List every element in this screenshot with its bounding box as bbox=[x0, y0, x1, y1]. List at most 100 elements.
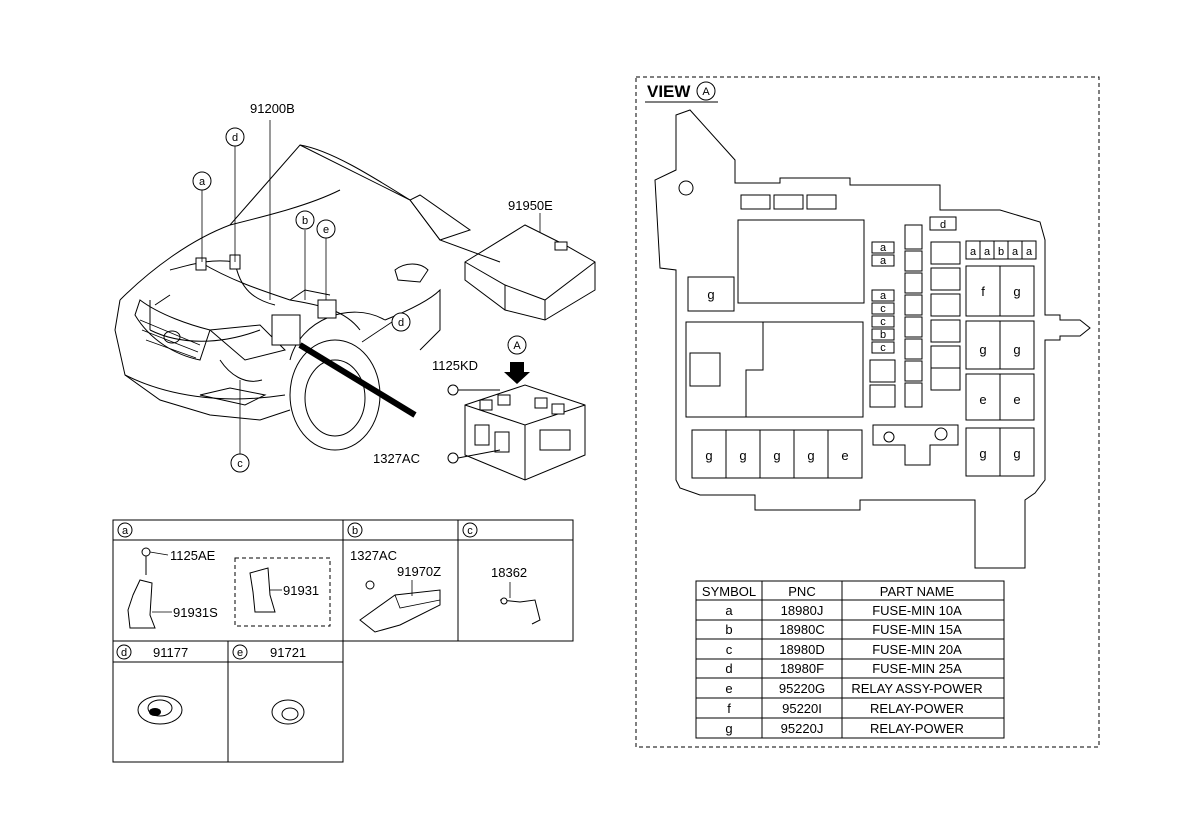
svg-text:a: a bbox=[880, 242, 887, 254]
nut-callout: 1327AC bbox=[373, 451, 420, 466]
fuse-strip-middle bbox=[904, 224, 923, 408]
small-block bbox=[689, 352, 721, 387]
svg-text:a: a bbox=[199, 176, 206, 188]
cover-callout: 91950E bbox=[508, 198, 553, 213]
svg-text:b: b bbox=[302, 215, 308, 227]
panel-a: a 1125AE 91931S 91931 bbox=[117, 522, 331, 629]
part-1125ae: 1125AE bbox=[170, 548, 216, 563]
svg-text:e: e bbox=[237, 647, 243, 659]
part-18362: 18362 bbox=[491, 565, 527, 580]
fuse-row-right: a a b a a bbox=[965, 240, 1037, 260]
svg-text:g: g bbox=[1013, 284, 1020, 299]
svg-text:d: d bbox=[121, 647, 127, 659]
location-marker-d-top: d bbox=[225, 127, 245, 147]
svg-text:d: d bbox=[398, 317, 404, 329]
part-91931s: 91931S bbox=[173, 605, 218, 620]
svg-text:b: b bbox=[998, 246, 1004, 258]
svg-text:a: a bbox=[122, 525, 129, 537]
svg-text:c: c bbox=[467, 525, 473, 537]
svg-text:c: c bbox=[726, 642, 733, 657]
fuse-block-column bbox=[930, 241, 961, 391]
svg-text:g: g bbox=[725, 721, 732, 736]
large-block-upper bbox=[737, 219, 865, 304]
svg-text:g: g bbox=[1013, 342, 1020, 357]
fuse-box-outline bbox=[654, 109, 1091, 569]
location-marker-a: a bbox=[192, 171, 212, 191]
svg-text:A: A bbox=[702, 86, 710, 98]
svg-text:e: e bbox=[323, 224, 329, 236]
legend-header-part-name: PART NAME bbox=[880, 584, 955, 599]
svg-text:b: b bbox=[352, 525, 358, 537]
fuse-box-cover bbox=[464, 213, 596, 321]
svg-text:f: f bbox=[727, 701, 731, 716]
legend-header-pnc: PNC bbox=[788, 584, 815, 599]
part-91970z: 91970Z bbox=[397, 564, 441, 579]
svg-text:g: g bbox=[979, 342, 986, 357]
legend-row: c 18980D FUSE-MIN 20A bbox=[726, 642, 962, 657]
svg-text:95220I: 95220I bbox=[782, 701, 822, 716]
nut-1327ac bbox=[447, 449, 501, 464]
svg-text:18980D: 18980D bbox=[779, 642, 825, 657]
location-marker-b: b bbox=[295, 210, 315, 230]
svg-text:RELAY-POWER: RELAY-POWER bbox=[870, 701, 964, 716]
legend-row: b 18980C FUSE-MIN 15A bbox=[725, 622, 962, 637]
fuse-column-left: a a a c c b c bbox=[869, 241, 896, 408]
relay-grid-right: f g g g e e g g bbox=[965, 265, 1035, 477]
car-illustration bbox=[114, 120, 501, 455]
panel-b: b 1327AC 91970Z bbox=[347, 522, 441, 633]
svg-text:RELAY ASSY-POWER: RELAY ASSY-POWER bbox=[851, 681, 982, 696]
svg-text:d: d bbox=[725, 661, 732, 676]
fuse-relay-box bbox=[464, 384, 586, 481]
relay-slot-left bbox=[687, 276, 735, 312]
svg-text:b: b bbox=[880, 329, 886, 341]
mounting-bracket bbox=[872, 424, 959, 466]
panel-d: d 91177 bbox=[116, 644, 188, 725]
svg-text:e: e bbox=[841, 448, 848, 463]
svg-text:18980C: 18980C bbox=[779, 622, 825, 637]
legend-table: SYMBOL PNC PART NAME a 18980J FUSE-MIN 1… bbox=[695, 580, 1005, 739]
part-1327ac: 1327AC bbox=[350, 548, 397, 563]
svg-text:FUSE-MIN 15A: FUSE-MIN 15A bbox=[872, 622, 962, 637]
bolt-1125kd bbox=[447, 384, 500, 396]
view-a-title: VIEW A bbox=[645, 81, 718, 103]
bolt-callout: 1125KD bbox=[432, 358, 478, 373]
part-91721: 91721 bbox=[270, 645, 306, 660]
svg-text:e: e bbox=[1013, 392, 1020, 407]
svg-text:FUSE-MIN 25A: FUSE-MIN 25A bbox=[872, 661, 962, 676]
svg-text:g: g bbox=[1013, 446, 1020, 461]
svg-text:18980F: 18980F bbox=[780, 661, 824, 676]
fuse-d-label: d bbox=[940, 219, 946, 231]
svg-text:g: g bbox=[979, 446, 986, 461]
panel-e: e 91721 bbox=[232, 644, 306, 725]
relay-row-bottom: g g g g e bbox=[691, 429, 863, 479]
svg-text:RELAY-POWER: RELAY-POWER bbox=[870, 721, 964, 736]
svg-text:FUSE-MIN 10A: FUSE-MIN 10A bbox=[872, 603, 962, 618]
location-marker-d-side: d bbox=[391, 312, 411, 332]
svg-text:c: c bbox=[880, 342, 886, 354]
svg-text:a: a bbox=[725, 603, 733, 618]
svg-text:e: e bbox=[725, 681, 732, 696]
legend-row: a 18980J FUSE-MIN 10A bbox=[725, 603, 962, 618]
svg-text:f: f bbox=[981, 284, 985, 299]
svg-text:b: b bbox=[725, 622, 732, 637]
svg-text:95220J: 95220J bbox=[781, 721, 824, 736]
legend-row: e 95220G RELAY ASSY-POWER bbox=[725, 681, 982, 696]
relay-left-label: g bbox=[707, 287, 714, 302]
svg-text:g: g bbox=[739, 448, 746, 463]
location-marker-e: e bbox=[316, 219, 336, 239]
svg-text:c: c bbox=[880, 303, 886, 315]
svg-text:a: a bbox=[880, 290, 887, 302]
svg-text:g: g bbox=[807, 448, 814, 463]
panel-c: c 18362 bbox=[462, 522, 541, 625]
svg-text:c: c bbox=[237, 458, 243, 470]
svg-text:a: a bbox=[970, 246, 977, 258]
svg-text:a: a bbox=[984, 246, 991, 258]
location-marker-c: c bbox=[230, 453, 250, 473]
svg-text:A: A bbox=[513, 340, 521, 352]
legend-row: g 95220J RELAY-POWER bbox=[725, 721, 964, 736]
svg-text:g: g bbox=[705, 448, 712, 463]
svg-text:a: a bbox=[880, 255, 887, 267]
svg-text:d: d bbox=[232, 132, 238, 144]
legend-header-symbol: SYMBOL bbox=[702, 584, 756, 599]
